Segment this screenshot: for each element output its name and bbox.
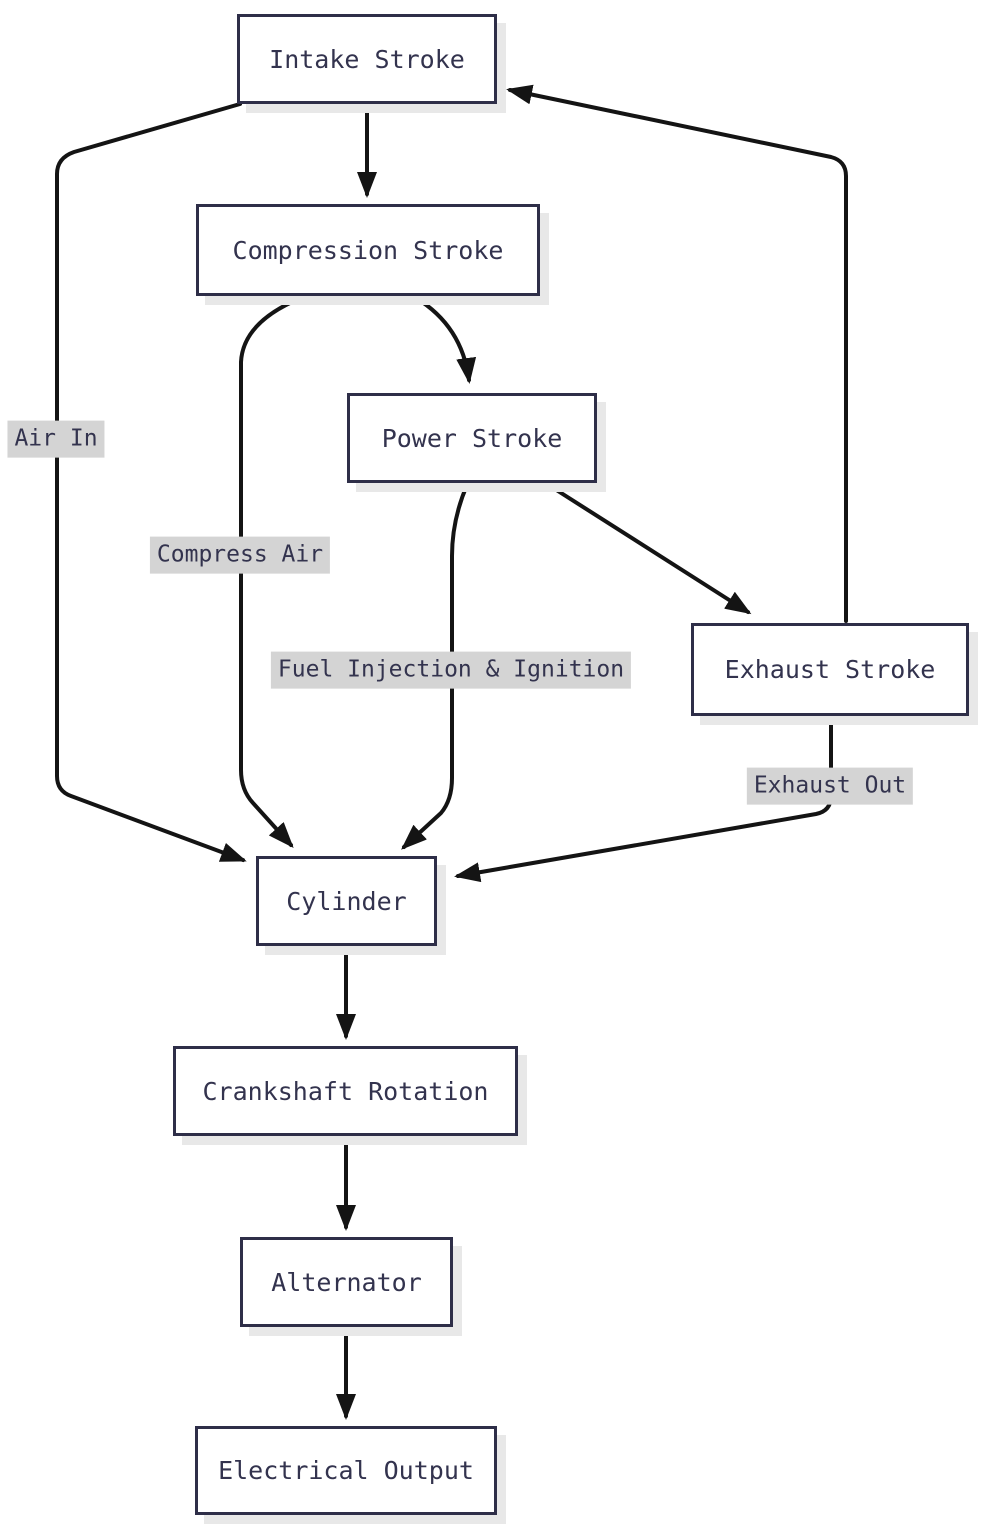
node-alternator: Alternator [240, 1237, 453, 1327]
node-intake-stroke-label: Intake Stroke [269, 44, 465, 74]
edge-intake-to-cylinder-air-in [55, 102, 247, 862]
edge-compression-to-cylinder-compress-air [239, 296, 303, 848]
node-compression-stroke: Compression Stroke [196, 204, 540, 296]
node-exhaust-stroke: Exhaust Stroke [691, 623, 969, 716]
node-electrical-output: Electrical Output [195, 1426, 497, 1515]
edge-power-to-exhaust [545, 482, 752, 615]
node-compression-stroke-label: Compression Stroke [232, 235, 504, 265]
edge-label-compress-air: Compress Air [149, 536, 331, 574]
node-intake-stroke: Intake Stroke [237, 14, 497, 104]
node-power-stroke: Power Stroke [347, 393, 597, 483]
edge-label-fuel-injection-ignition: Fuel Injection & Ignition [270, 651, 632, 689]
node-cylinder-label: Cylinder [286, 886, 407, 916]
edge-exhaust-to-intake-loop [506, 84, 848, 623]
node-crankshaft-rotation: Crankshaft Rotation [173, 1046, 518, 1136]
edge-label-air-in: Air In [7, 420, 105, 458]
node-cylinder: Cylinder [256, 856, 437, 946]
node-crankshaft-rotation-label: Crankshaft Rotation [202, 1076, 489, 1106]
node-alternator-label: Alternator [271, 1267, 422, 1297]
node-power-stroke-label: Power Stroke [381, 423, 563, 453]
node-electrical-output-label: Electrical Output [218, 1456, 474, 1485]
node-exhaust-stroke-label: Exhaust Stroke [724, 655, 936, 684]
edge-compression-to-power [414, 296, 477, 384]
edge-label-exhaust-out: Exhaust Out [746, 767, 914, 805]
